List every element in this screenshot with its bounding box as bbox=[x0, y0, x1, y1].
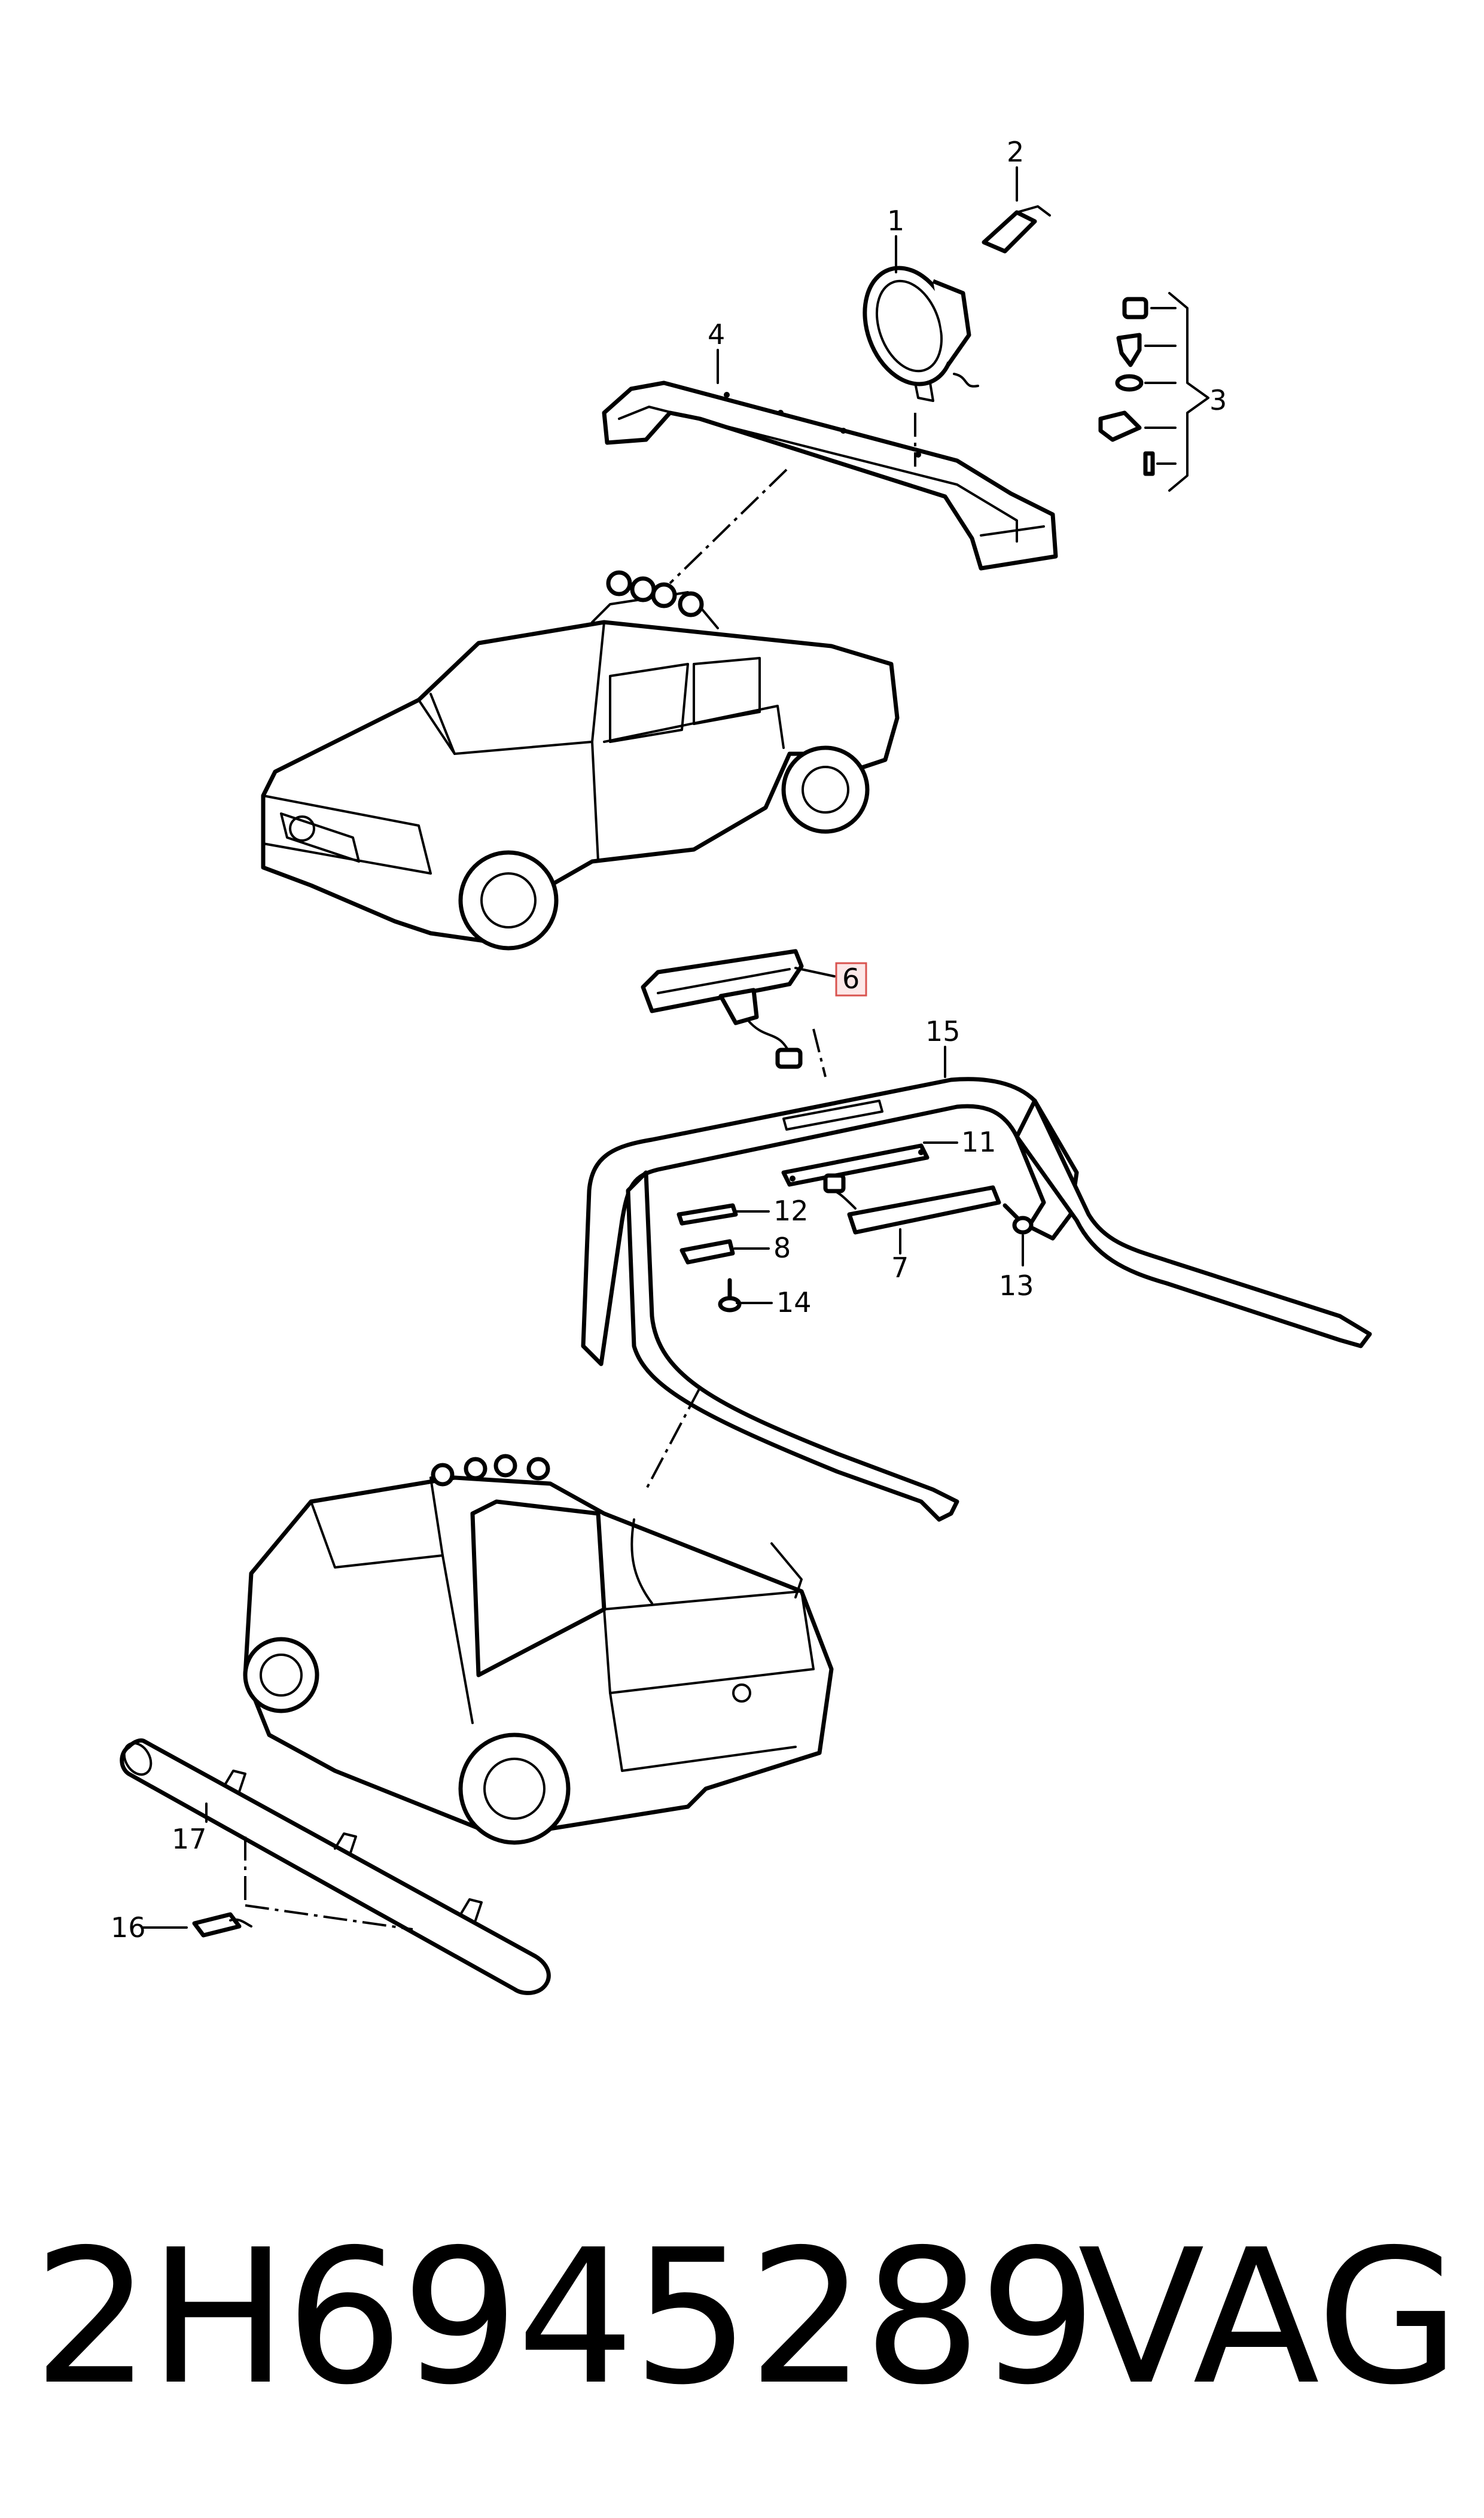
callout-4: 4 bbox=[708, 318, 725, 351]
callout-1: 1 bbox=[887, 205, 904, 237]
roof-light-bar bbox=[602, 380, 1058, 571]
auxiliary-lamp bbox=[863, 266, 979, 402]
callout-6-highlight bbox=[835, 962, 867, 997]
callout-16: 16 bbox=[111, 1911, 146, 1944]
callout-12: 12 bbox=[773, 1195, 809, 1227]
brake-lamp-assembly bbox=[641, 949, 804, 1069]
callout-6: 6 bbox=[842, 963, 860, 995]
callout-7: 7 bbox=[891, 1252, 909, 1284]
screw-13 bbox=[1002, 1203, 1034, 1235]
pickup-truck-rear-view bbox=[243, 1454, 834, 1845]
callout-17: 17 bbox=[172, 1823, 207, 1855]
parts-diagram: 1 2 3 4 6 15 11 12 8 14 7 13 17 16 bbox=[111, 136, 1372, 1995]
callout-3: 3 bbox=[1209, 384, 1227, 416]
brand-label: VAG bbox=[1077, 2210, 1460, 2426]
gasket bbox=[677, 1203, 738, 1226]
callout-2: 2 bbox=[1007, 136, 1024, 168]
callout-15: 15 bbox=[925, 1015, 961, 1048]
mount-clip bbox=[679, 1239, 735, 1265]
callout-8: 8 bbox=[773, 1232, 791, 1264]
lamp-bulb bbox=[982, 205, 1051, 254]
callout-14: 14 bbox=[776, 1286, 812, 1319]
pickup-truck-front-view bbox=[261, 570, 900, 951]
part-number: 2H6945289 bbox=[33, 2210, 1097, 2426]
screw-14 bbox=[718, 1278, 742, 1313]
callout-13: 13 bbox=[999, 1269, 1034, 1302]
roll-bar bbox=[581, 1077, 1372, 1522]
tube-lamp bbox=[192, 1912, 252, 1938]
hardware-set bbox=[1098, 292, 1209, 492]
lamp-bracket bbox=[781, 1143, 930, 1187]
lamp-housing bbox=[823, 1173, 1001, 1235]
callout-11: 11 bbox=[961, 1126, 997, 1158]
light-tube bbox=[120, 1738, 551, 1995]
